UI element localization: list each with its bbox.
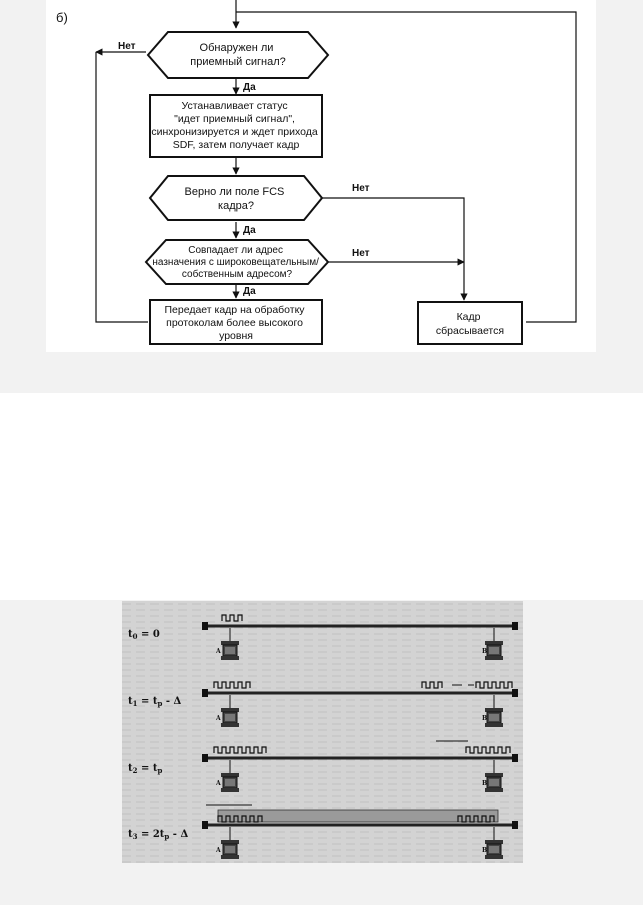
process-drop-box [417, 301, 523, 345]
timing-row-2: A B [202, 740, 518, 793]
decision-address-shape [144, 239, 330, 285]
label-yes-2: Да [243, 225, 256, 236]
station-b-label-1: B [482, 715, 487, 722]
time-label-1: t1 = tp - Δ [128, 696, 181, 708]
flowchart-svg: б) Обнаружен ли приемный сигнал? Нет Да … [56, 0, 577, 345]
flowchart-figure: б) Обнаружен ли приемный сигнал? Нет Да … [46, 0, 596, 352]
station-a-label-1: A [215, 715, 221, 722]
decision-fcs-shape [148, 175, 324, 221]
timing-row-1: A B [202, 681, 518, 728]
timing-svg: t0 = 0 t1 = tp - Δ t2 = tp t3 = 2tp - Δ … [122, 601, 523, 863]
timing-row-0: A B [202, 614, 518, 661]
station-a-label-3: A [215, 847, 221, 854]
station-b-label-0: B [482, 648, 487, 655]
time-label-3: t3 = 2tp - Δ [128, 829, 188, 841]
process-drop-text: Кадр сбрасывается [436, 311, 504, 337]
decision-signal-shape [146, 31, 330, 79]
station-b-label-3: B [482, 847, 487, 854]
label-no-1: Нет [118, 41, 136, 52]
station-a-label-2: A [215, 780, 221, 787]
decision-signal-text: Обнаружен ли приемный сигнал? [190, 42, 285, 68]
flow-connectors [95, 0, 577, 323]
label-no-3: Нет [352, 248, 370, 259]
label-yes-1: Да [243, 82, 256, 93]
station-b-label-2: B [482, 780, 487, 787]
process-pass-box [149, 299, 323, 345]
decision-address-text: Совпадает ли адрес назначения с широкове… [152, 245, 321, 280]
time-label-0: t0 = 0 [128, 629, 160, 641]
process-pass-text: Передает кадр на обработку протоколам бо… [165, 304, 308, 342]
collision-timing-figure: t0 = 0 t1 = tp - Δ t2 = tp t3 = 2tp - Δ … [122, 601, 523, 863]
figure-label: б) [56, 10, 68, 25]
station-a-label-0: A [215, 648, 221, 655]
process-receive-text: Устанавливает статус "идет приемный сигн… [151, 100, 320, 151]
decision-fcs-text: Верно ли поле FCS кадра? [185, 186, 288, 212]
time-label-2: t2 = tp [128, 763, 162, 775]
label-yes-3: Да [243, 286, 256, 297]
timing-row-3: A B [202, 804, 518, 860]
process-receive-box [149, 94, 323, 158]
label-no-2: Нет [352, 183, 370, 194]
